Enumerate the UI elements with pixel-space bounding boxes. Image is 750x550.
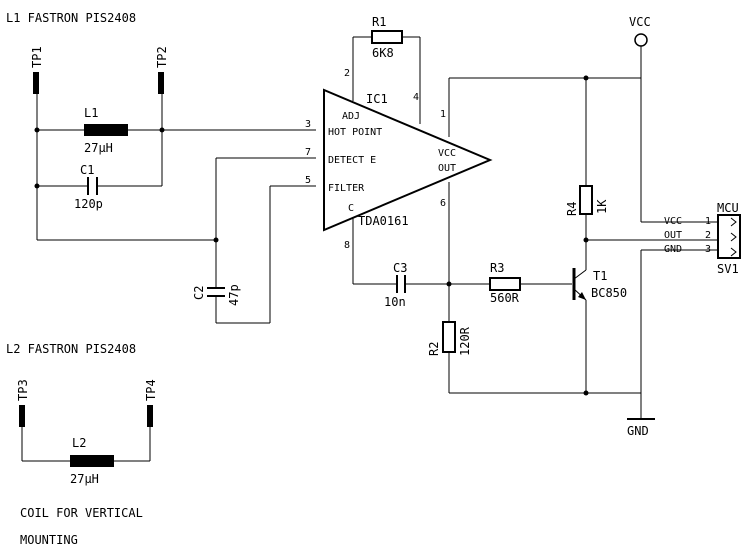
junction-dot: [446, 281, 452, 287]
l2-coil-note: L2 FASTRON PIS2408: [6, 342, 136, 356]
r1-value: 6K8: [372, 46, 394, 60]
ic1-pin-hot-point: HOT POINT: [328, 127, 382, 138]
ic1-pin-filter: FILTER: [328, 183, 365, 194]
sv1-name: SV1: [717, 262, 739, 276]
ic1-pin-vcc: VCC: [438, 148, 456, 159]
junction-dot: [583, 390, 589, 396]
r4-resistor: [579, 185, 593, 215]
tp1-symbol: [33, 72, 39, 94]
c2-value: 47p: [227, 284, 241, 306]
ic1-pin-number-3: 3: [305, 119, 311, 130]
r1-name: R1: [372, 15, 386, 29]
tp4-label: TP4: [144, 379, 158, 401]
sv1-signal-out: OUT: [664, 230, 682, 241]
tp2-label: TP2: [155, 46, 169, 68]
junction-dot: [34, 183, 40, 189]
c2-name: C2: [192, 286, 206, 300]
sv1-pin-number-3: 3: [705, 244, 711, 255]
r3-name: R3: [490, 261, 504, 275]
l2-name: L2: [72, 436, 86, 450]
ic1-name: IC1: [366, 92, 388, 106]
ic1-pin-number-8: 8: [344, 240, 350, 251]
c3-capacitor: [396, 275, 406, 293]
tp3-label: TP3: [16, 379, 30, 401]
vcc-symbol: [634, 33, 648, 47]
sv1-title: MCU: [717, 201, 739, 215]
c3-value: 10n: [384, 295, 406, 309]
r1-wires: [352, 36, 421, 124]
c2-capacitor: [207, 287, 225, 297]
sv1-signal-gnd: GND: [664, 244, 682, 255]
left-network-wires: [36, 94, 316, 241]
detect-filter-wires: [215, 157, 316, 324]
ic1-part: TDA0161: [358, 214, 409, 228]
tp4-symbol: [147, 405, 153, 427]
junction-dot: [34, 127, 40, 133]
l1-value: 27µH: [84, 141, 113, 155]
l1-inductor: [84, 124, 128, 136]
ic1-body: [323, 88, 493, 232]
ic1-pin-number-6: 6: [440, 198, 446, 209]
tp2-symbol: [158, 72, 164, 94]
gnd-label: GND: [627, 424, 649, 438]
junction-dot: [583, 237, 589, 243]
c1-name: C1: [80, 163, 94, 177]
c3-name: C3: [393, 261, 407, 275]
ic1-pin-number-7: 7: [305, 147, 311, 158]
sv1-pin-markers: [730, 217, 737, 257]
r2-name: R2: [427, 342, 441, 356]
l1-coil-note: L1 FASTRON PIS2408: [6, 11, 136, 25]
mounting-note-line-1: COIL FOR VERTICAL: [20, 506, 143, 520]
sv1-connector: [717, 214, 741, 259]
tp1-label: TP1: [30, 46, 44, 68]
r2-resistor: [442, 321, 456, 353]
sv1-signal-vcc: VCC: [664, 216, 682, 227]
t1-transistor: [572, 268, 587, 301]
r3-resistor: [489, 277, 521, 291]
c1-value: 120p: [74, 197, 103, 211]
sv1-pin-number-2: 2: [705, 230, 711, 241]
ic1-pin-number-2: 2: [344, 68, 350, 79]
supply-output-wires: [352, 46, 718, 418]
l2-value: 27µH: [70, 472, 99, 486]
mounting-note-line-2: MOUNTING: [20, 533, 78, 547]
r3-value: 560R: [490, 291, 520, 305]
ic1-pin-number-1: 1: [440, 109, 446, 120]
junction-dot: [583, 75, 589, 81]
ic1-pin-c: C: [348, 203, 354, 214]
l2-wires: [21, 427, 151, 462]
t1-value: BC850: [591, 286, 627, 300]
l1-name: L1: [84, 106, 98, 120]
vcc-label: VCC: [629, 15, 651, 29]
ic1-pin-number-4: 4: [413, 92, 419, 103]
l2-inductor: [70, 455, 114, 467]
ic1-pin-detect-e: DETECT E: [328, 155, 376, 166]
c1-capacitor: [87, 177, 98, 195]
junction-dot: [159, 127, 165, 133]
ic1-pin-adj: ADJ: [342, 111, 360, 122]
r1-resistor: [371, 30, 403, 44]
ic1-pin-out: OUT: [438, 163, 456, 174]
r4-value: 1K: [595, 199, 609, 214]
r4-name: R4: [565, 202, 579, 216]
sv1-pin-number-1: 1: [705, 216, 711, 227]
t1-name: T1: [593, 269, 607, 283]
tp3-symbol: [19, 405, 25, 427]
r2-value: 120R: [458, 326, 472, 356]
ic1-pin-number-5: 5: [305, 175, 311, 186]
